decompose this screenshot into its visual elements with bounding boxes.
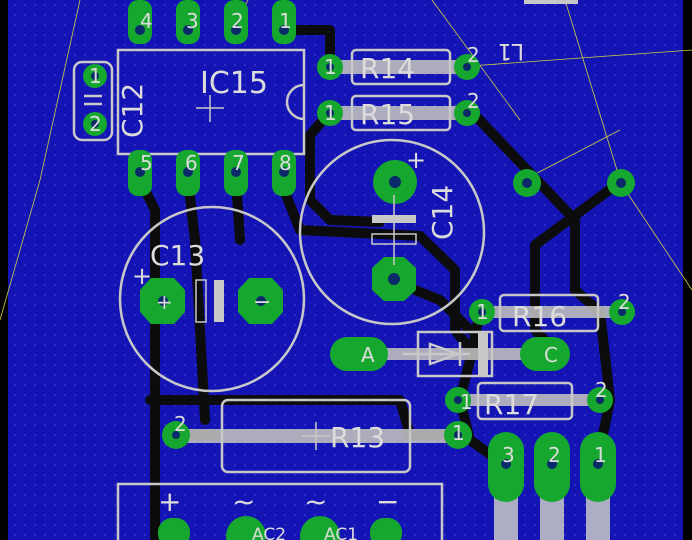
ic15-pin-label: 4 <box>140 9 153 33</box>
r17-pin1-label: 1 <box>460 390 473 414</box>
ic15-pins-top: 4 3 2 1 <box>128 0 296 44</box>
r16-pin1-label: 1 <box>476 300 489 324</box>
board-edge <box>683 0 692 540</box>
bridge-ac-b: ~ <box>304 485 327 518</box>
bridge-minus: − <box>376 485 399 518</box>
r13-pin2-label: 2 <box>174 412 187 436</box>
ic15-pin-label: 8 <box>279 151 292 175</box>
r15-pin2-label: 2 <box>467 89 480 113</box>
c13-pad-minus: − <box>253 290 271 315</box>
connector-pin-label: 3 <box>502 443 515 467</box>
diode[interactable]: A C <box>330 330 570 378</box>
ic15-pin-label: 3 <box>186 9 199 33</box>
r16-ref: R16 <box>512 300 567 333</box>
diode-c-label: C <box>544 343 558 367</box>
c13[interactable]: + C13 + − <box>118 205 306 393</box>
ic15-pins-bottom: 5 6 7 8 <box>128 150 296 196</box>
r17-pin2-label: 2 <box>595 378 608 402</box>
board-edge-left <box>0 0 8 540</box>
r16-pin2-label: 2 <box>618 290 631 314</box>
marker-text: L1 <box>498 38 524 63</box>
c13-ref: C13 <box>150 239 205 272</box>
c12-pin1-label: 1 <box>89 64 102 88</box>
c12[interactable]: 1 2 C12 <box>72 60 149 142</box>
c12-pin2-label: 2 <box>89 112 102 136</box>
bridge-plus: + <box>158 485 181 518</box>
c14[interactable]: + C14 <box>298 138 486 326</box>
vias <box>513 169 635 197</box>
c13-plus: + <box>132 262 152 290</box>
ic15-pin-label: 5 <box>140 151 153 175</box>
ic15[interactable]: IC15 4 3 2 1 5 6 7 8 <box>116 0 306 196</box>
c12-ref: C12 <box>116 83 149 138</box>
r15-pin1-label: 1 <box>324 101 337 125</box>
r13-ref: R13 <box>330 421 385 454</box>
r15-ref: R15 <box>360 98 415 131</box>
ic15-ref: IC15 <box>200 66 268 101</box>
r17[interactable]: 1 2 R17 <box>445 378 613 421</box>
c14-ref: C14 <box>426 185 459 240</box>
ic15-pin-label: 2 <box>231 9 244 33</box>
silk-fragment <box>524 0 578 4</box>
r13[interactable]: 1 2 R13 <box>162 398 472 474</box>
r16[interactable]: 1 2 R16 <box>469 290 635 333</box>
r13-pin1-label: 1 <box>452 421 465 445</box>
ic15-pin-label: 1 <box>279 9 292 33</box>
r17-ref: R17 <box>484 388 539 421</box>
bridge-ac1: AC1 <box>324 525 358 540</box>
r14[interactable]: 1 2 R14 <box>317 43 480 86</box>
c13-pad-plus: + <box>156 290 173 314</box>
r14-ref: R14 <box>360 52 415 85</box>
connector-pin-label: 1 <box>594 443 607 467</box>
bridge-ac2: AC2 <box>252 525 286 540</box>
ic15-pin-label: 6 <box>185 151 198 175</box>
connector-pin-label: 2 <box>548 443 561 467</box>
board-marker: L1 <box>498 38 524 63</box>
r15[interactable]: 1 2 R15 <box>317 89 480 132</box>
ic15-pin-label: 7 <box>232 151 245 175</box>
r14-pin1-label: 1 <box>324 55 337 79</box>
bridge-rectifier[interactable]: + ~ ~ − AC2 AC1 <box>116 482 444 540</box>
connector-3pin[interactable]: 3 2 1 <box>488 432 616 540</box>
c14-plus: + <box>406 146 426 174</box>
r14-pin2-label: 2 <box>467 43 480 67</box>
diode-a-label: A <box>361 343 375 367</box>
bridge-ac-a: ~ <box>232 485 255 518</box>
